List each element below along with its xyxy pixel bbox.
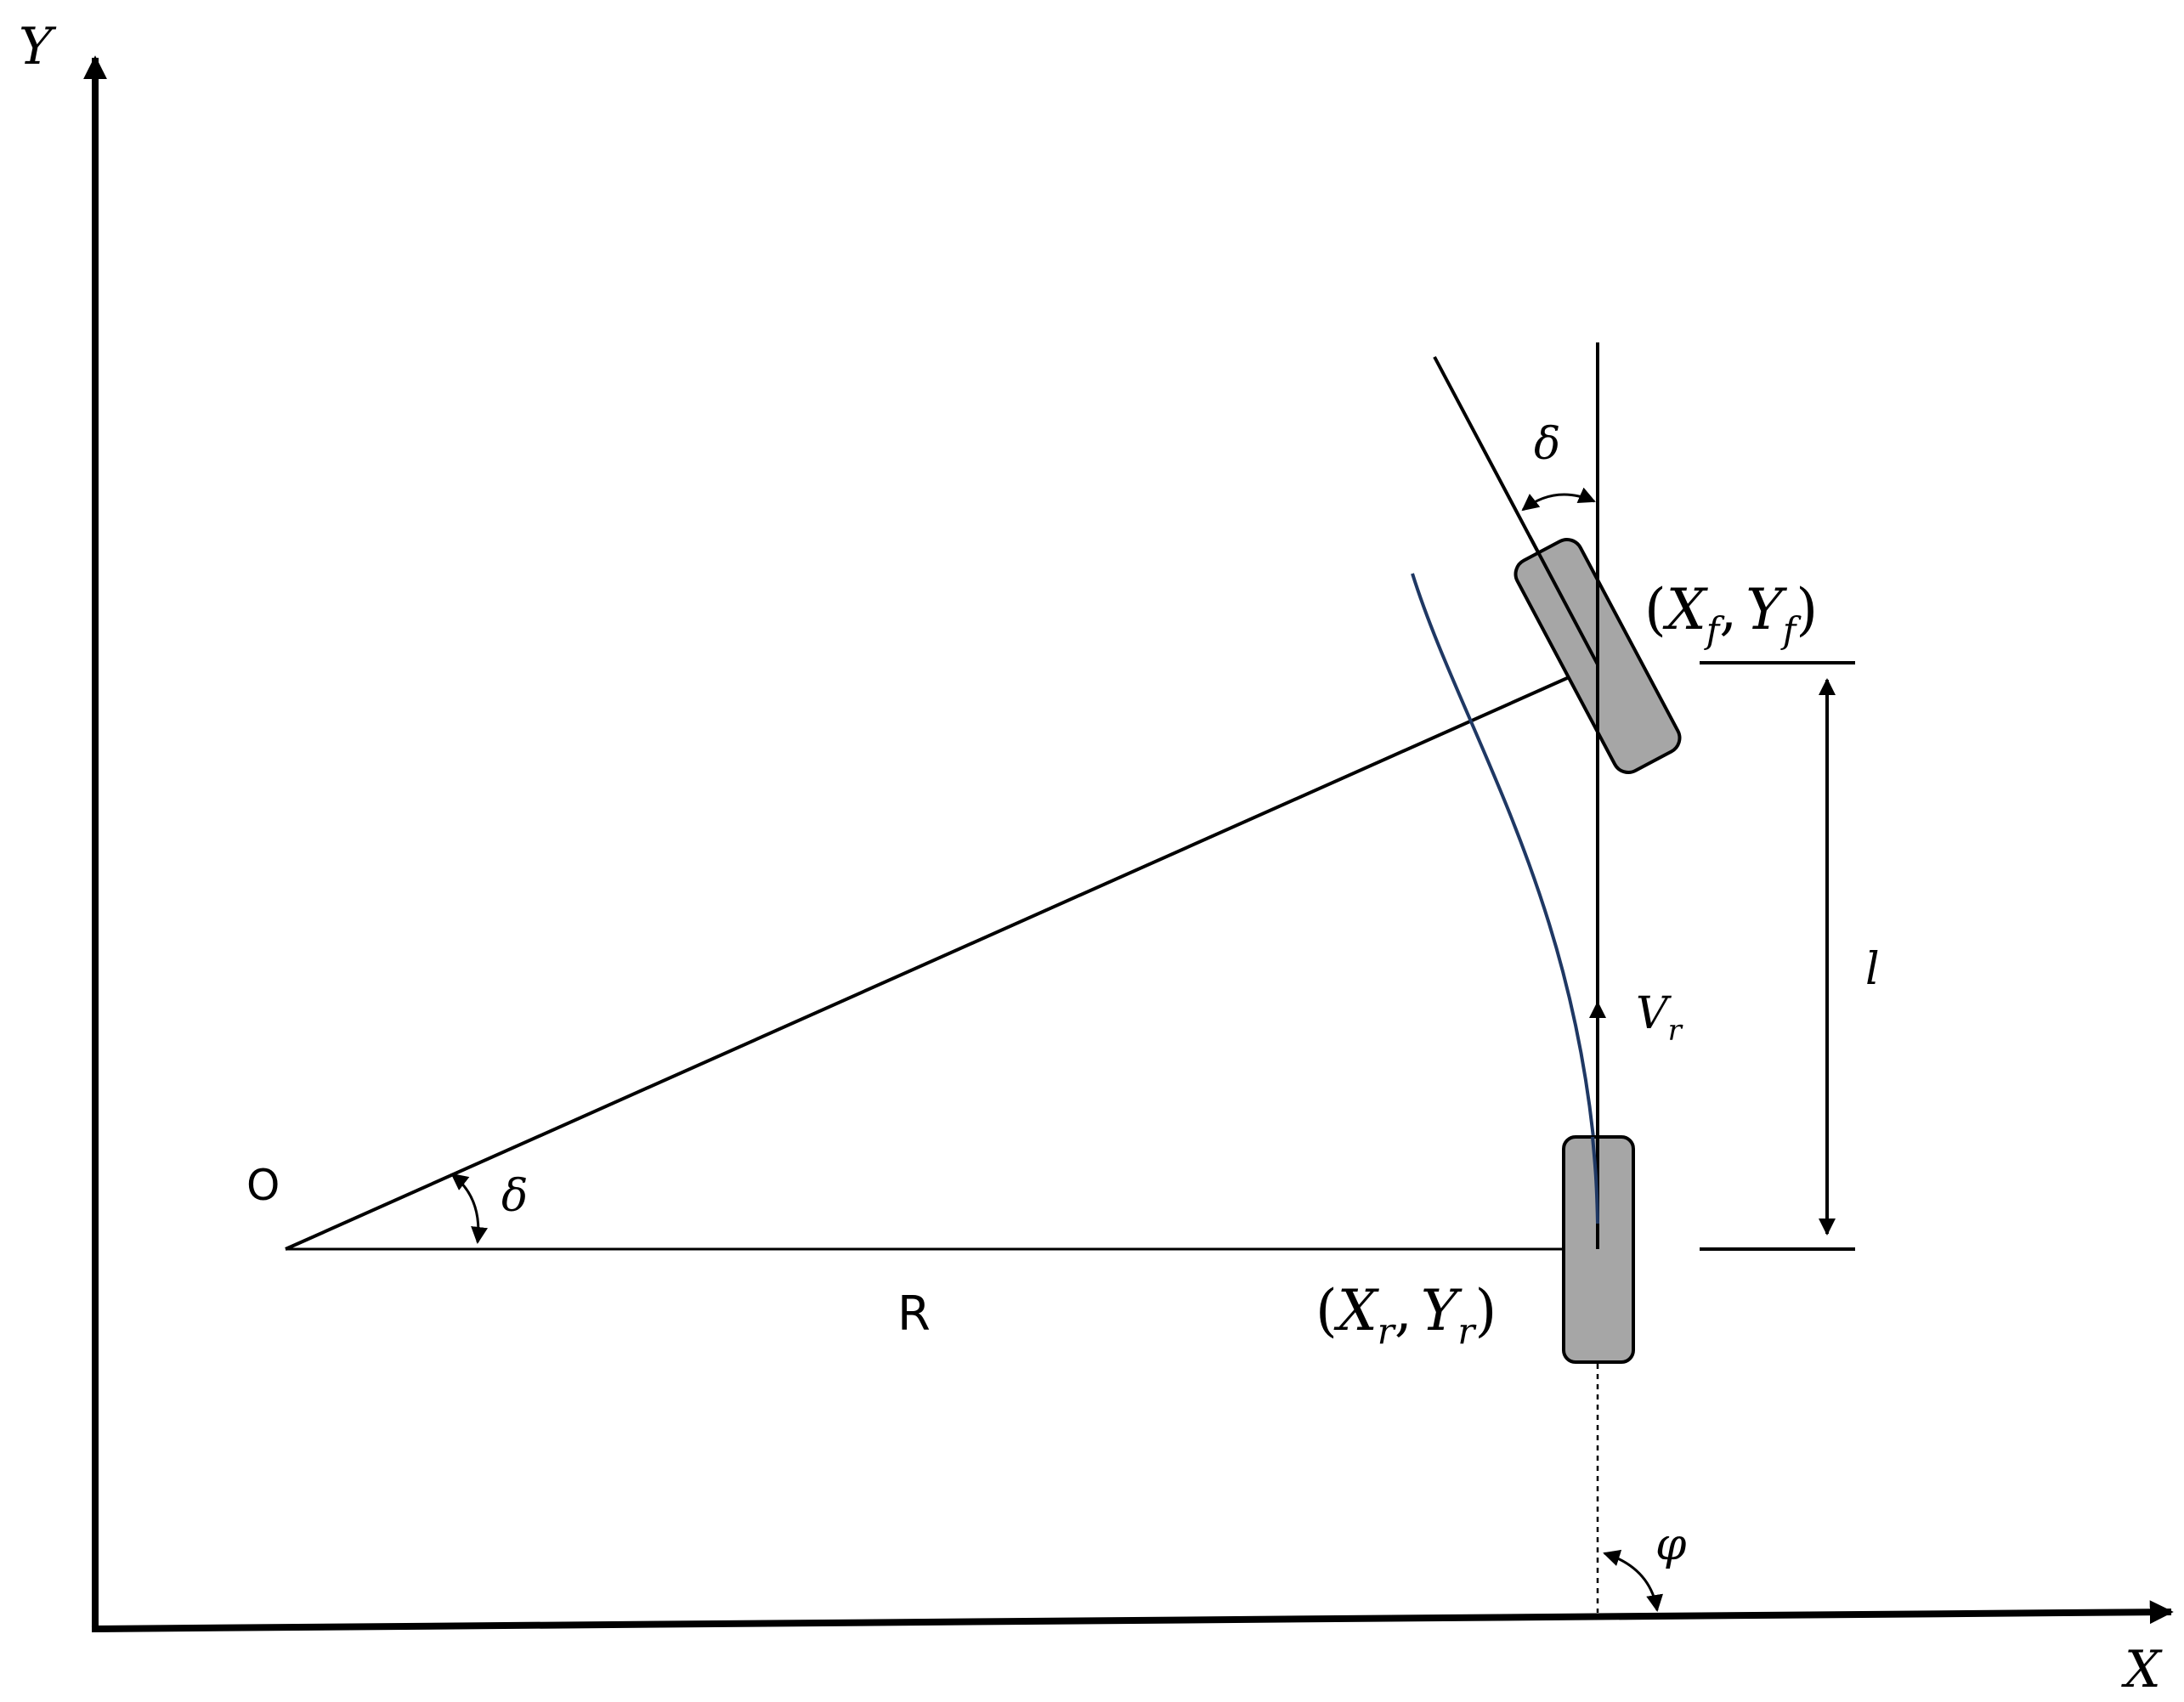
steer-angle-arc-origin <box>450 1173 488 1244</box>
rear-point-y: Y <box>1421 1278 1463 1343</box>
wheelbase-label: l <box>1865 944 1880 995</box>
front-point-comma: , <box>1719 577 1737 642</box>
rear-point-close: ) <box>1474 1278 1497 1343</box>
front-point-x: X <box>1662 577 1709 642</box>
front-radius-line <box>285 663 1598 1251</box>
radius-label: R <box>897 1286 931 1342</box>
rear-point-comma: , <box>1395 1278 1412 1343</box>
x-axis <box>91 1600 2174 1632</box>
rear-point-open: ( <box>1315 1278 1338 1343</box>
steer-angle-origin-label: δ <box>501 1171 528 1222</box>
front-steer-line-overlay <box>1528 535 1599 665</box>
front-point-y: Y <box>1746 577 1787 642</box>
velocity-main: V <box>1636 988 1672 1039</box>
front-point-label: (Xf,Yf) <box>1644 577 1818 651</box>
front-point-close: ) <box>1796 577 1818 642</box>
rear-point-y-sub: r <box>1457 1310 1477 1352</box>
heading-angle-arc <box>1603 1549 1664 1612</box>
front-point-open: ( <box>1644 577 1666 642</box>
heading-angle-label: φ <box>1655 1519 1687 1570</box>
x-axis-label: X <box>2121 1640 2163 1699</box>
origin-label: O <box>246 1161 280 1210</box>
rear-point-x-sub: r <box>1378 1310 1397 1352</box>
steer-angle-arc-top <box>1521 487 1596 512</box>
rear-point-label: (Xr,Yr) <box>1315 1278 1497 1352</box>
velocity-sub: r <box>1668 1014 1683 1048</box>
velocity-label: Vr <box>1636 988 1683 1048</box>
trajectory-curve <box>1411 573 1599 1190</box>
rear-point-x: X <box>1333 1278 1380 1343</box>
steer-angle-top-label: δ <box>1534 419 1560 470</box>
y-axis-label: Y <box>19 17 57 76</box>
trajectory-overlay-rear <box>1591 1136 1599 1224</box>
